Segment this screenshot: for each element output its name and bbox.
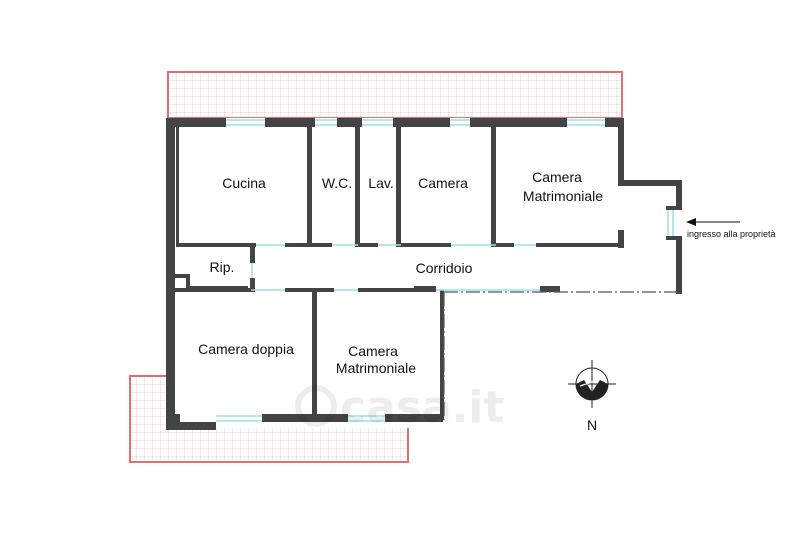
room-label-matrimoniale-bottom-line2: Matrimoniale <box>336 360 416 376</box>
room-label-cucina: Cucina <box>222 175 266 191</box>
entrance-arrow-icon <box>686 218 740 226</box>
room-label-camera-doppia: Camera doppia <box>198 341 294 357</box>
balcony-top <box>167 71 623 119</box>
watermark: casa.it <box>295 382 504 433</box>
watermark-text: casa.it <box>340 382 504 433</box>
north-label: N <box>587 417 597 433</box>
north-compass-icon <box>568 360 616 408</box>
walls <box>166 118 682 430</box>
room-label-camera: Camera <box>418 175 468 191</box>
room-label-corridoio: Corridoio <box>416 260 473 276</box>
room-label-matrimoniale-top-line2: Matrimoniale <box>523 188 603 204</box>
room-label-matrimoniale-top-line1: Camera <box>532 169 582 185</box>
windows <box>216 119 674 422</box>
entrance-label: ingresso alla proprietà <box>687 229 776 239</box>
room-label-wc: W.C. <box>322 175 352 191</box>
room-label-lav: Lav. <box>368 175 393 191</box>
dashed-boundary <box>443 291 680 420</box>
room-label-matrimoniale-bottom-line1: Camera <box>348 343 398 359</box>
room-label-rip: Rip. <box>210 259 235 275</box>
